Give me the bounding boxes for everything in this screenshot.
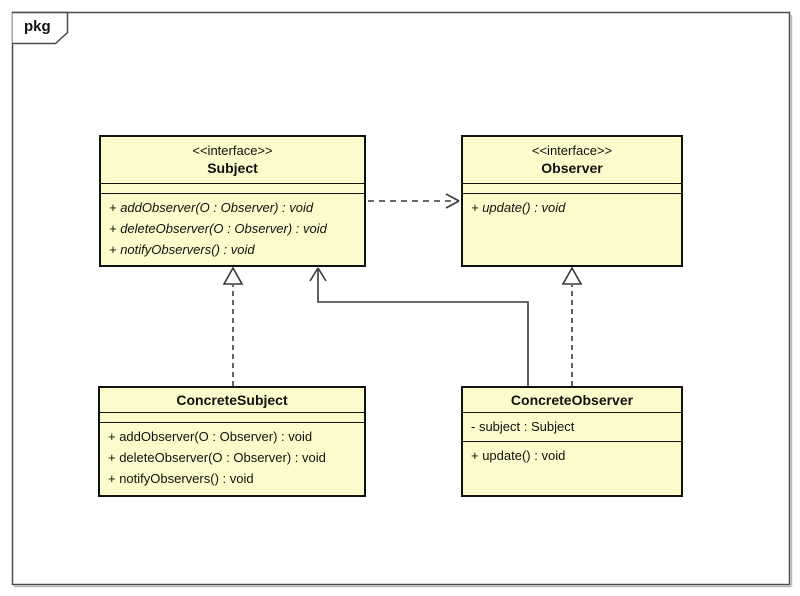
attributes-compartment [463, 184, 681, 194]
attributes-compartment [101, 184, 364, 194]
hollow-triangle-icon [222, 266, 244, 285]
class-stereotype: <<interface>> [192, 143, 273, 158]
attributes-compartment: - subject : Subject [463, 413, 681, 442]
open-arrowhead-icon [445, 193, 460, 209]
method: + deleteObserver(O : Observer) : void [108, 450, 326, 465]
edge-association-concreteobserver-subject[interactable] [309, 267, 529, 386]
method: + update() : void [471, 448, 566, 463]
method: + notifyObservers() : void [108, 471, 254, 486]
package-name-label: pkg [24, 18, 51, 35]
class-header: ConcreteObserver [463, 388, 681, 413]
method: + update() : void [471, 200, 566, 215]
open-arrowhead-icon [309, 267, 327, 282]
class-header: <<interface>> Subject [101, 137, 364, 184]
method: + notifyObservers() : void [109, 242, 255, 257]
methods-compartment: + addObserver(O : Observer) : void + del… [101, 194, 364, 265]
attribute: - subject : Subject [471, 419, 575, 434]
methods-compartment: + update() : void [463, 442, 681, 495]
attributes-compartment [100, 413, 364, 423]
edge-realization-concretesubject-subject[interactable] [222, 266, 244, 386]
package-frame [11, 11, 793, 588]
package-tab [12, 11, 69, 45]
class-concrete-observer[interactable]: ConcreteObserver - subject : Subject + u… [461, 386, 683, 497]
hollow-triangle-icon [561, 266, 583, 285]
class-name: ConcreteSubject [176, 391, 288, 408]
class-header: ConcreteSubject [100, 388, 364, 413]
class-concrete-subject[interactable]: ConcreteSubject + addObserver(O : Observ… [98, 386, 366, 497]
class-stereotype: <<interface>> [531, 143, 613, 158]
methods-compartment: + addObserver(O : Observer) : void + del… [100, 423, 364, 495]
method: + deleteObserver(O : Observer) : void [109, 221, 327, 236]
methods-compartment: + update() : void [463, 194, 681, 265]
class-name: Subject [207, 160, 258, 176]
edge-realization-concreteobserver-observer[interactable] [561, 266, 583, 386]
class-header: <<interface>> Observer [463, 137, 681, 184]
class-subject[interactable]: <<interface>> Subject + addObserver(O : … [99, 135, 366, 267]
class-observer[interactable]: <<interface>> Observer + update() : void [461, 135, 683, 267]
class-name: ConcreteObserver [510, 391, 634, 408]
edge-dependency-subject-observer[interactable] [368, 193, 460, 209]
method: + addObserver(O : Observer) : void [108, 429, 313, 444]
method: + addObserver(O : Observer) : void [109, 200, 314, 215]
class-name: Observer [541, 160, 603, 176]
